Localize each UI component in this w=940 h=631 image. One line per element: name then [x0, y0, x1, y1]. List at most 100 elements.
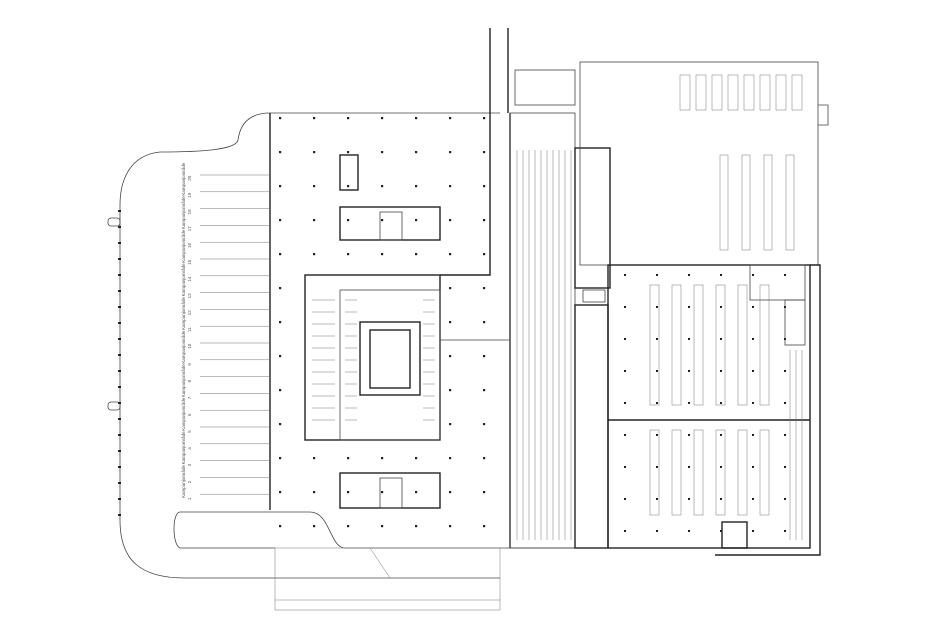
column [449, 117, 452, 120]
column [624, 402, 626, 404]
column [279, 253, 282, 256]
column [347, 185, 350, 188]
rack [649, 284, 660, 406]
column [720, 274, 722, 276]
column [720, 498, 722, 500]
rack [727, 74, 739, 111]
column [624, 434, 626, 436]
column [415, 151, 418, 154]
parking-number: 13 [187, 293, 192, 299]
column [784, 402, 786, 404]
parking-number: 9 [187, 363, 192, 366]
column [720, 338, 722, 340]
column [313, 219, 316, 222]
column [483, 525, 486, 528]
column [656, 338, 658, 340]
post [118, 482, 121, 484]
column [752, 338, 754, 340]
parking-number: 14 [187, 276, 192, 282]
column [784, 466, 786, 468]
column [784, 498, 786, 500]
column [483, 219, 486, 222]
column [449, 219, 452, 222]
column [449, 525, 452, 528]
column [279, 491, 282, 494]
rack [695, 74, 707, 111]
parking-number: 18 [187, 209, 192, 215]
column [752, 466, 754, 468]
rack [711, 74, 723, 111]
post [118, 322, 121, 324]
post [118, 386, 121, 388]
post [118, 258, 121, 260]
column [279, 117, 282, 120]
column [784, 338, 786, 340]
column [752, 306, 754, 308]
column [784, 434, 786, 436]
parking-number: 11 [187, 327, 192, 332]
column [415, 185, 418, 188]
column [449, 423, 452, 426]
column [415, 117, 418, 120]
column [784, 370, 786, 372]
parking-number: 15 [187, 259, 192, 265]
column [449, 355, 452, 358]
rack [737, 284, 748, 406]
column [449, 457, 452, 460]
column [381, 253, 384, 256]
parking-label: Kampanjområde [180, 162, 186, 196]
entry-marker [107, 217, 121, 227]
rack [679, 74, 691, 111]
post [118, 210, 121, 212]
post [118, 434, 121, 436]
stair-core-top [339, 154, 441, 241]
column [313, 117, 316, 120]
conveyor-strip [574, 304, 609, 549]
column [347, 151, 350, 154]
parking-number: 4 [187, 447, 192, 450]
post [118, 274, 121, 276]
parking-number: 8 [187, 379, 192, 382]
rack [743, 74, 755, 111]
column [656, 402, 658, 404]
parking-number: 5 [187, 430, 192, 433]
column [752, 402, 754, 404]
column [279, 321, 282, 324]
parking-label: Kampanjområde [180, 397, 186, 431]
column [656, 498, 658, 500]
rack [671, 429, 682, 516]
column [656, 274, 658, 276]
column [449, 253, 452, 256]
column [415, 219, 418, 222]
goods-reception [579, 61, 819, 266]
column [279, 457, 282, 460]
parking-label: Kampanjområde [180, 464, 186, 498]
column [347, 253, 350, 256]
parking-label: Kampanjområde [180, 364, 186, 398]
parking-number: 1 [187, 497, 192, 500]
rack [693, 429, 704, 516]
post [118, 450, 121, 452]
parking-deck-outline [119, 112, 500, 579]
rack [719, 154, 729, 251]
column [381, 491, 384, 494]
column [656, 530, 658, 532]
column [381, 219, 384, 222]
column [313, 525, 316, 528]
shaft [440, 28, 509, 276]
column [347, 491, 350, 494]
column [624, 466, 626, 468]
rack [775, 74, 787, 111]
column [720, 530, 722, 532]
column [483, 389, 486, 392]
parking-number: 20 [187, 175, 192, 181]
column [279, 287, 282, 290]
rack [715, 284, 726, 406]
column [449, 389, 452, 392]
column [720, 402, 722, 404]
column [347, 457, 350, 460]
column [624, 338, 626, 340]
bottom-extension [274, 547, 501, 611]
column [415, 457, 418, 460]
